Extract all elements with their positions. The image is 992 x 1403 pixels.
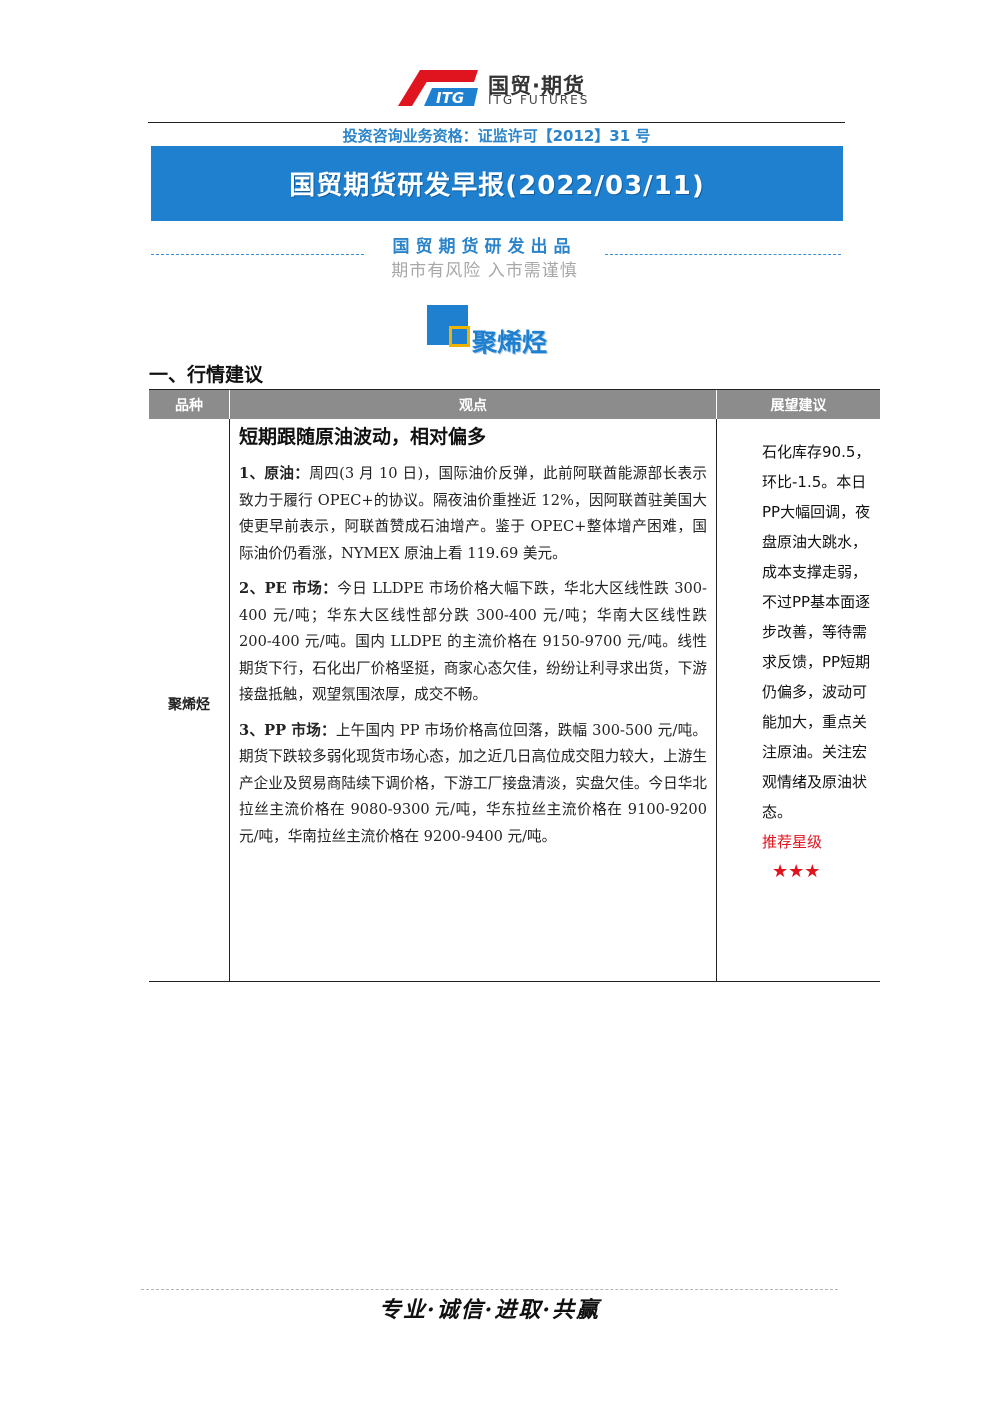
section-frame-icon <box>449 326 470 347</box>
table-bottom-border <box>149 981 880 982</box>
paragraph-text: 今日 LLDPE 市场价格大幅下跌，华北大区线性跌 300-400 元/吨；华东… <box>239 580 707 703</box>
logo-name-en: ITG FUTURES <box>488 93 590 107</box>
variety-cell: 聚烯烃 <box>168 697 210 713</box>
logo-name-cn: 国贸·期货 <box>488 74 585 98</box>
dashed-divider-left <box>151 254 364 255</box>
produced-by: 国贸期货研发出品 <box>392 237 577 257</box>
license-text: 投资咨询业务资格：证监许可【2012】31 号 <box>342 127 651 145</box>
sub-heading: 一、行情建议 <box>149 364 264 386</box>
title-banner: 国贸期货研发早报(2022/03/11) <box>151 146 843 221</box>
view-cell: 短期跟随原油波动，相对偏多 1、原油：周四(3 月 10 日)，国际油价反弹，此… <box>239 420 707 859</box>
table-header-advice: 展望建议 <box>717 390 880 419</box>
footer-divider <box>141 1289 838 1290</box>
paragraph-pe-market: 2、PE 市场：今日 LLDPE 市场价格大幅下跌，华北大区线性跌 300-40… <box>239 576 707 709</box>
company-logo: ITG 国贸·期货 ITG FUTURES <box>398 68 608 110</box>
logo-mark-text: ITG <box>436 89 464 107</box>
section-square-icon <box>427 305 468 345</box>
paragraph-text: 上午国内 PP 市场价格高位回落，跌幅 300-500 元/吨。期货下跌较多弱化… <box>239 721 707 845</box>
paragraph-text: 周四(3 月 10 日)，国际油价反弹，此前阿联酋能源部长表示致力于履行 OPE… <box>239 465 707 562</box>
table-top-border <box>149 389 880 390</box>
table-header-view: 观点 <box>230 390 716 419</box>
rating-stars-icon: ★★★ <box>772 861 821 882</box>
dashed-divider-right <box>605 254 841 255</box>
table-column-divider <box>716 419 717 981</box>
paragraph-label: 3、PP 市场： <box>239 721 336 739</box>
risk-notice: 期市有风险 入市需谨慎 <box>391 261 578 281</box>
table-header-variety: 品种 <box>149 390 229 419</box>
footer-slogan: 专业·诚信·进取·共赢 <box>379 1297 600 1323</box>
section-title: 聚烯烃 <box>472 328 548 357</box>
view-headline: 短期跟随原油波动，相对偏多 <box>239 426 487 448</box>
advice-cell: 石化库存90.5，环比-1.5。本日PP大幅回调，夜盘原油大跳水，成本支撑走弱，… <box>762 437 872 887</box>
rating-label: 推荐星级 <box>762 833 823 851</box>
advice-text: 石化库存90.5，环比-1.5。本日PP大幅回调，夜盘原油大跳水，成本支撑走弱，… <box>762 443 871 821</box>
paragraph-crude-oil: 1、原油：周四(3 月 10 日)，国际油价反弹，此前阿联酋能源部长表示致力于履… <box>239 461 707 567</box>
paragraph-label: 2、PE 市场： <box>239 580 338 597</box>
header-rule <box>148 122 845 123</box>
table-column-divider <box>229 419 230 981</box>
itg-logo-icon: ITG <box>398 70 478 107</box>
paragraph-label: 1、原油： <box>239 465 310 482</box>
paragraph-pp-market: 3、PP 市场：上午国内 PP 市场价格高位回落，跌幅 300-500 元/吨。… <box>239 718 707 851</box>
report-title: 国贸期货研发早报(2022/03/11) <box>289 171 705 201</box>
